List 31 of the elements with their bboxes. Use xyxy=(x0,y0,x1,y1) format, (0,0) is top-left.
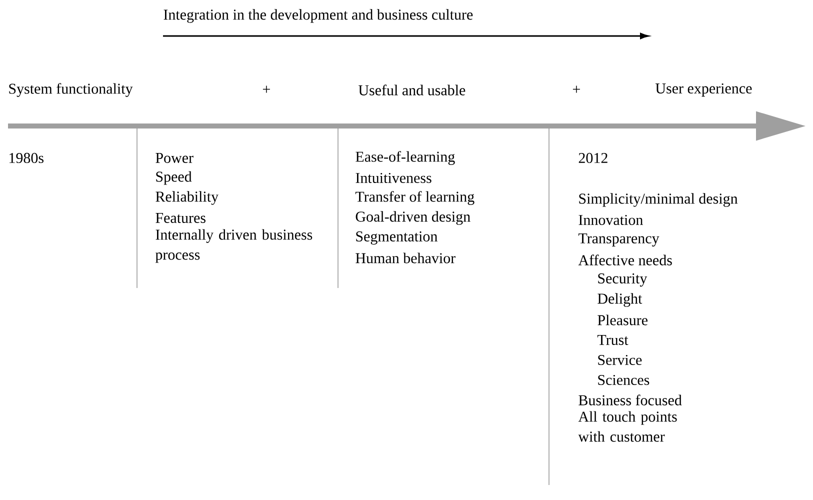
year-label: 2012 xyxy=(578,152,608,164)
list-item: Security xyxy=(598,273,648,287)
list-item: Affective needs xyxy=(578,254,672,266)
list-item: Ease-of-learning xyxy=(356,151,455,165)
arrow-caption: Integration in the development and business culture xyxy=(164,9,473,23)
list-item: Power xyxy=(156,153,194,163)
list-item: Segmentation xyxy=(356,231,438,245)
list-item: Pleasure xyxy=(598,314,648,326)
plus-sign: + xyxy=(572,86,580,93)
plus-sign: + xyxy=(262,86,270,93)
list-item: All touch points with customer xyxy=(578,411,677,442)
list-item: Human behavior xyxy=(356,252,456,264)
list-item: Intuitiveness xyxy=(356,172,432,184)
year-label: 1980s xyxy=(10,152,44,164)
stage-heading: System functionality xyxy=(9,83,133,97)
list-item: Trust xyxy=(597,335,628,345)
stage-heading: Useful and usable xyxy=(358,84,466,96)
list-item: Internally driven business process xyxy=(155,229,312,263)
stage-heading: User experience xyxy=(656,83,752,97)
list-item: Reliability xyxy=(156,191,218,205)
list-item: Transparency xyxy=(578,233,660,247)
list-item: Service xyxy=(598,354,642,366)
list-item: Business focused xyxy=(578,394,682,406)
list-item: Speed xyxy=(156,171,192,185)
list-item: Innovation xyxy=(578,214,643,226)
list-item: Transfer of learning xyxy=(355,191,474,205)
list-item: Simplicity/minimal design xyxy=(579,193,738,207)
list-item: Goal-driven design xyxy=(356,211,470,225)
list-item: Features xyxy=(156,213,206,223)
list-item: Delight xyxy=(598,293,642,307)
list-item: Sciences xyxy=(598,374,650,386)
